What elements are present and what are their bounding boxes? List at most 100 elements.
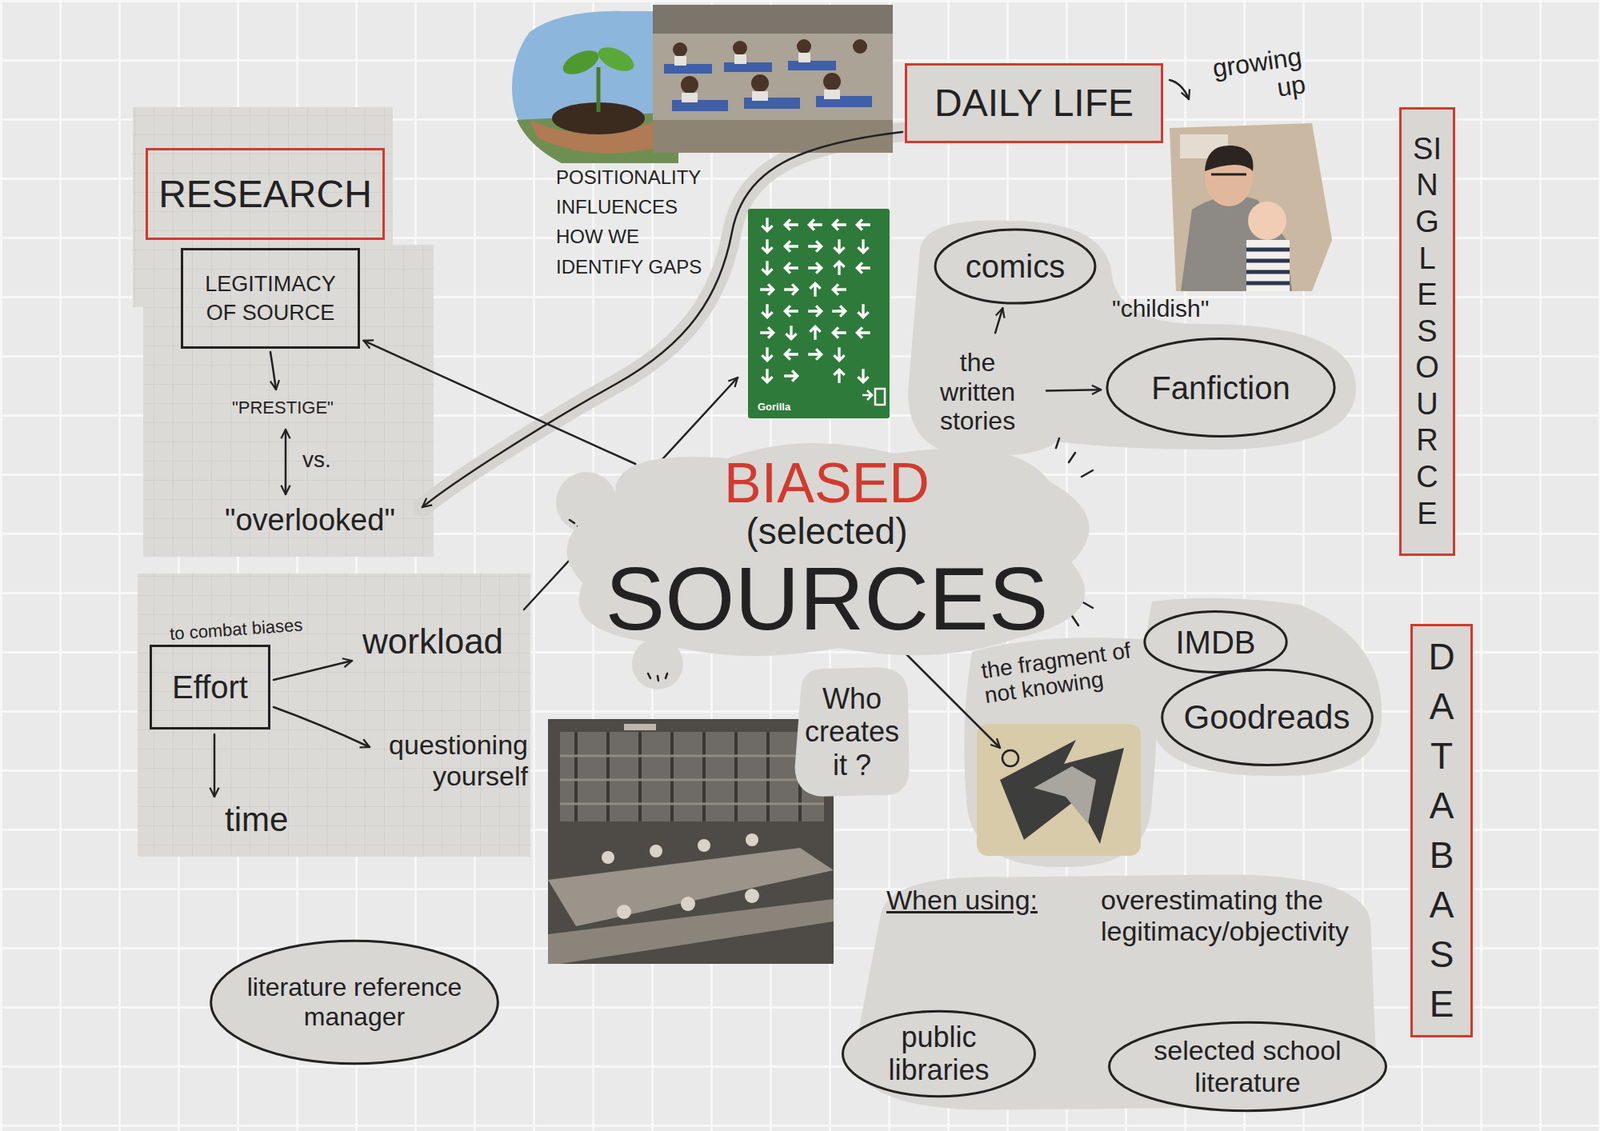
poster-ground [748, 208, 890, 419]
note-text: "PRESTIGE" [232, 397, 368, 419]
patch-shape [916, 340, 1039, 444]
concept-ellipse: literature reference manager [208, 938, 501, 1067]
concept-ellipse: Fanfiction [1104, 336, 1337, 439]
node-text: Goodreads [1184, 698, 1351, 737]
photo-glasses [1211, 173, 1247, 176]
node-text: BIASED [724, 455, 930, 512]
photo-shelf-lines [576, 732, 800, 822]
family-photo [1169, 123, 1332, 292]
photo-baby-shirt [1246, 240, 1290, 292]
arrow-line [213, 734, 216, 797]
ellipse-shape [1161, 669, 1372, 765]
concept-ellipse: selected school literature [1106, 1020, 1389, 1113]
concept-ellipse: Goodreads [1160, 668, 1375, 768]
concept-box: LEGITIMACY OF SOURCE [180, 248, 360, 349]
fragment-photo [976, 724, 1141, 856]
exit-icon [862, 388, 885, 405]
photo-stem [596, 67, 601, 112]
arrow-line [273, 660, 352, 680]
photo-city [1033, 766, 1096, 824]
topic-box: RESEARCH [145, 148, 385, 240]
classroom-photo [652, 4, 893, 153]
node-text: public libraries [862, 1020, 1016, 1088]
photo-lamp [624, 724, 656, 731]
node-text: selected school literature [1137, 1035, 1358, 1098]
photo-readers [601, 833, 760, 920]
note-text: time [224, 800, 321, 840]
poster-brand: Gorilla [757, 400, 814, 414]
note-text: workload [362, 620, 523, 664]
note-text: "childish" [1112, 294, 1248, 324]
node-text: Fanfiction [1151, 369, 1290, 407]
photo-floor [652, 120, 893, 153]
arrow-line [270, 352, 276, 390]
note-patch: When using: overestimating the legitimacy… [836, 867, 1393, 1118]
library-photo [548, 719, 834, 964]
photo-desks [664, 60, 872, 112]
node-text: DATABASE [1423, 632, 1460, 1030]
photo-person [1180, 196, 1292, 292]
node-text: SINGLE SOURCE [1412, 131, 1443, 533]
topic-box: DAILY LIFE [904, 63, 1164, 144]
photo-shelf-boards [560, 756, 824, 804]
photo-frame [1169, 123, 1332, 292]
connector-arrow [364, 340, 636, 464]
photo-hair [1204, 145, 1253, 172]
ellipse-shape [211, 940, 499, 1064]
arrow-line [1169, 80, 1189, 100]
ellipse-shape [935, 229, 1096, 304]
node-subtext: (selected) [746, 511, 908, 552]
pin-circle [1002, 750, 1019, 767]
vertical-topic-box: DATABASE [1410, 624, 1473, 1038]
central-cloud: BIASED(selected)SOURCES [549, 435, 1105, 667]
concept-ellipse: IMDB [1143, 610, 1288, 674]
cloud-shape [566, 443, 1089, 656]
node-text: RESEARCH [158, 172, 372, 216]
node-text: Effort [172, 668, 248, 706]
concept-ellipse: comics [933, 228, 1097, 305]
patch-shape [795, 667, 910, 797]
photo-children [672, 39, 868, 94]
connector-arrow [1046, 389, 1101, 391]
note-text: growing up [1196, 42, 1308, 113]
arrow-line [273, 707, 370, 748]
node-subtext: overestimating the legitimacy/objectivit… [1100, 884, 1377, 948]
photo-frame [548, 719, 834, 964]
photo-stripes [1246, 249, 1290, 284]
node-text: LEGITIMACY OF SOURCE [192, 269, 348, 328]
ellipse-shape [1107, 339, 1335, 437]
concept-box: Effort [149, 644, 271, 730]
node-text: literature reference manager [240, 972, 469, 1032]
concept-ellipse: public libraries [840, 1009, 1037, 1099]
connector-arrow [995, 308, 1003, 333]
node-text: When using: [886, 884, 1079, 916]
photo-frame [652, 4, 893, 153]
paper-patch [137, 573, 531, 857]
note-text: "overlooked" [224, 502, 433, 540]
photo-baby-face [1248, 201, 1287, 240]
node-text: DAILY LIFE [934, 80, 1134, 125]
node-text: comics [965, 248, 1065, 285]
photo-shirts [674, 52, 840, 103]
double-arrow [284, 429, 288, 495]
note-text: the fragment of not knowing [980, 636, 1150, 709]
grey-blobs [556, 220, 1382, 868]
paper-patch [143, 244, 434, 557]
note-patch: the written stories [912, 336, 1043, 448]
node-text: Who creates it ? [799, 682, 905, 782]
note-text: to combat biases [168, 611, 354, 645]
photo-leaf [559, 45, 603, 80]
poster-arrows [760, 217, 871, 384]
note-text: vs. [302, 446, 359, 474]
node-text: the written stories [920, 348, 1035, 436]
photo-leaf [594, 42, 638, 76]
ellipse-shape [1144, 612, 1287, 673]
node-subtext: SOURCES [605, 552, 1049, 647]
photo-frame [976, 724, 1141, 856]
ellipse-shape [1109, 1022, 1387, 1111]
photo-shelves [560, 732, 824, 822]
note-patch: Who creates it ? [791, 663, 913, 801]
grey-blob [908, 220, 1356, 457]
photo-roof [652, 4, 893, 34]
